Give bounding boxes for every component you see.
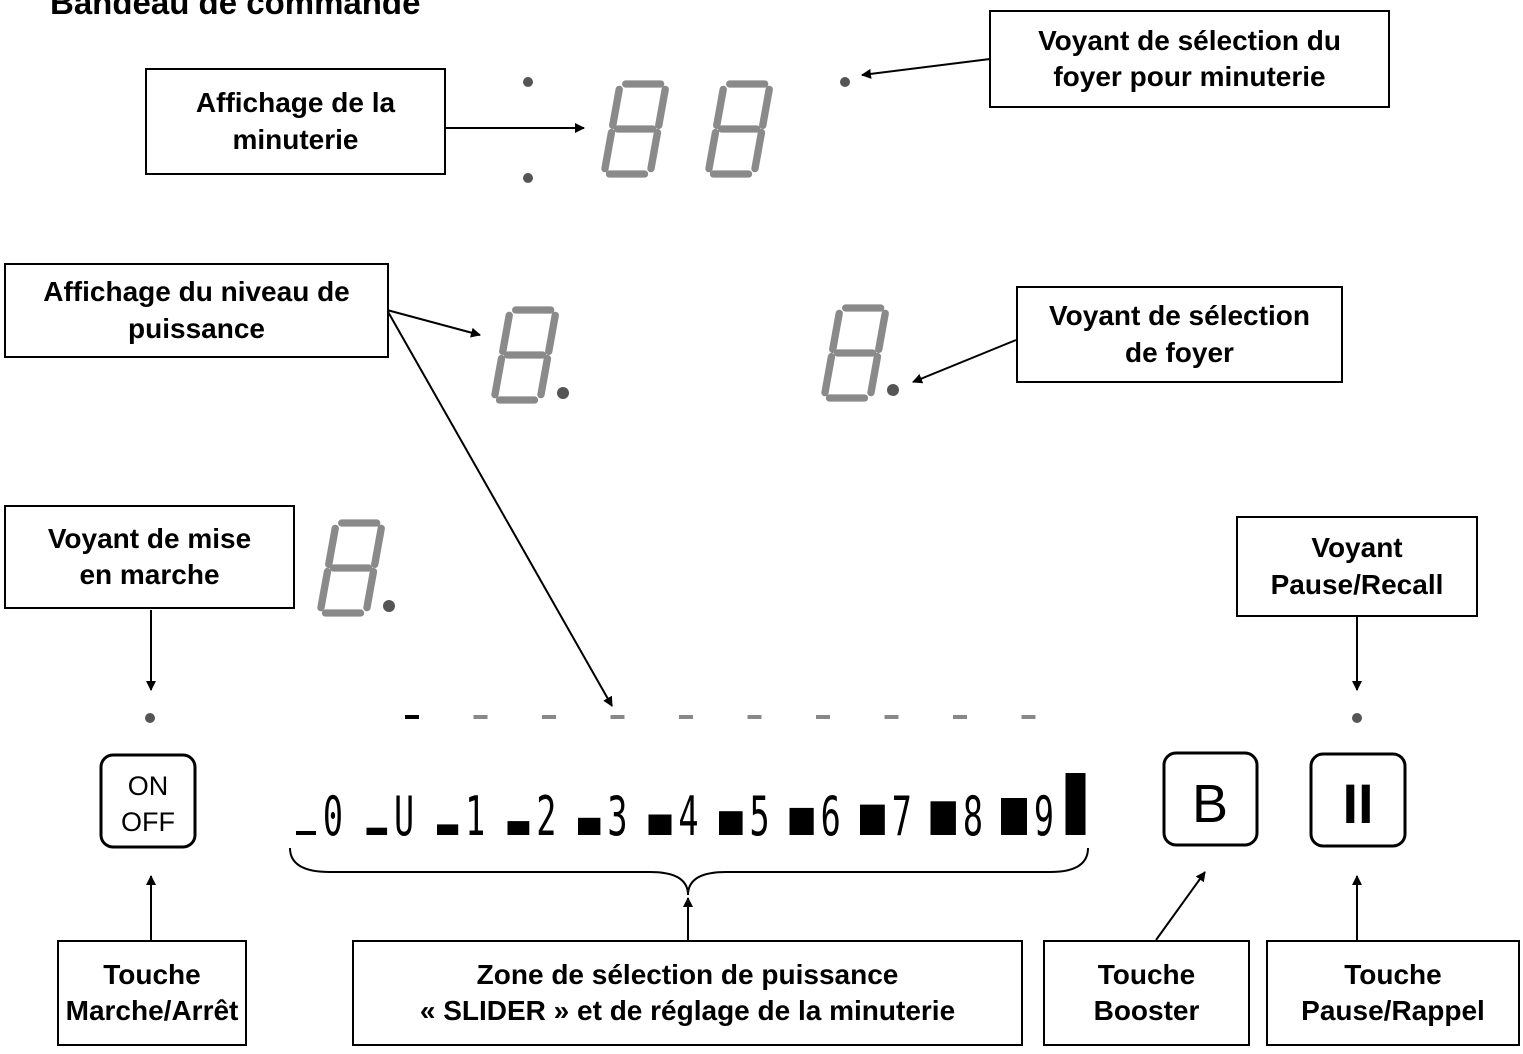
timer-colon-top-dot xyxy=(523,77,533,87)
arrow-power-display-slider xyxy=(386,309,613,707)
power-digit-zone-2 xyxy=(821,304,889,402)
slider-dash xyxy=(1021,715,1036,719)
segment-1 xyxy=(759,85,773,130)
arrow-power-display xyxy=(386,309,481,338)
slider-dash xyxy=(610,715,625,719)
segment-4 xyxy=(491,354,506,399)
booster-button[interactable]: B xyxy=(1162,751,1259,847)
segment-2 xyxy=(867,352,882,397)
power-digit-zone-1 xyxy=(491,306,559,404)
zone-1-led xyxy=(557,387,569,399)
zone-3-led xyxy=(383,600,395,612)
callout-pause-led: Voyant Pause/Recall xyxy=(1236,516,1478,617)
slider-bar[interactable] xyxy=(860,804,885,835)
slider-dash xyxy=(405,715,419,719)
slider-label[interactable]: 1 xyxy=(465,785,485,849)
slider-label[interactable]: 3 xyxy=(607,785,627,849)
callout-power-on-led: Voyant de mise en marche xyxy=(4,505,295,609)
slider-bar[interactable] xyxy=(437,824,459,835)
callout-pause-key: Touche Pause/Rappel xyxy=(1266,940,1520,1046)
booster-label: B xyxy=(1192,774,1228,834)
on-off-label-bottom: OFF xyxy=(121,807,175,837)
slider-label[interactable]: 8 xyxy=(963,785,983,849)
callout-booster-key: Touche Booster xyxy=(1043,940,1250,1046)
segment-4 xyxy=(601,128,616,173)
callout-slider-zone: Zone de sélection de puissance « SLIDER … xyxy=(352,940,1023,1046)
slider-label[interactable]: U xyxy=(394,785,414,849)
callout-onoff-key: Touche Marche/Arrêt xyxy=(57,940,247,1046)
power-digit-zone-3 xyxy=(317,519,385,617)
callout-timer-zone-led: Voyant de sélection du foyer pour minute… xyxy=(989,10,1390,108)
arrow-booster-key xyxy=(1155,871,1206,941)
segment-1 xyxy=(545,311,559,356)
segment-2 xyxy=(537,354,552,399)
slider-bar[interactable] xyxy=(578,817,601,835)
segment-4 xyxy=(705,128,720,173)
pause-recall-led xyxy=(1352,713,1362,723)
timer-digit-2 xyxy=(705,80,773,178)
slider-brace xyxy=(289,847,1089,896)
pause-button[interactable]: II xyxy=(1309,752,1407,848)
slider-label[interactable]: 7 xyxy=(892,785,912,849)
slider-bar[interactable] xyxy=(1001,798,1027,835)
timer-digit-1 xyxy=(601,80,669,178)
slider-bar[interactable] xyxy=(296,831,316,835)
timer-zone-led xyxy=(840,77,850,87)
segment-5 xyxy=(713,85,727,130)
slider-bar[interactable] xyxy=(789,807,814,835)
segment-5 xyxy=(499,311,513,356)
arrow-zone-led xyxy=(912,339,1017,384)
arrow-timer-zone-led xyxy=(861,58,991,79)
on-off-label-top: ON xyxy=(128,771,169,801)
segment-5 xyxy=(609,85,623,130)
slider-dash xyxy=(953,715,967,719)
on-off-button[interactable]: ON OFF xyxy=(99,753,197,849)
timer-colon-bottom-dot xyxy=(523,173,533,183)
slider-dash xyxy=(816,715,830,719)
segment-1 xyxy=(875,309,889,354)
slider-dash xyxy=(542,715,556,719)
segment-5 xyxy=(325,524,339,569)
power-on-led xyxy=(145,713,155,723)
slider-bar[interactable] xyxy=(719,811,743,835)
segment-5 xyxy=(829,309,843,354)
segment-2 xyxy=(363,567,378,612)
segment-4 xyxy=(317,567,332,612)
slider-bar[interactable] xyxy=(648,814,672,836)
segment-1 xyxy=(655,85,669,130)
segment-2 xyxy=(647,128,662,173)
callout-power-display: Affichage du niveau de puissance xyxy=(4,263,389,358)
slider-level-dashes xyxy=(405,715,1036,719)
callout-zone-led: Voyant de sélection de foyer xyxy=(1016,286,1343,383)
slider-label[interactable]: 0 xyxy=(323,785,343,849)
pause-label: II xyxy=(1342,772,1373,835)
page-title: Bandeau de commande xyxy=(50,0,421,21)
callout-arrows xyxy=(146,58,1362,941)
slider-dash xyxy=(473,715,488,719)
segment-4 xyxy=(821,352,836,397)
slider-label[interactable]: 9 xyxy=(1034,785,1054,849)
slider-dash xyxy=(679,715,693,719)
slider-bar[interactable] xyxy=(366,827,388,835)
slider-label[interactable]: 4 xyxy=(678,785,698,849)
segment-2 xyxy=(751,128,766,173)
slider-dash xyxy=(884,715,899,719)
slider-bar[interactable] xyxy=(507,821,530,835)
slider-label[interactable]: 5 xyxy=(750,785,770,849)
callout-timer-display: Affichage de la minuterie xyxy=(145,68,446,175)
segment-1 xyxy=(371,524,385,569)
slider-dash xyxy=(747,715,762,719)
zone-2-led xyxy=(887,384,899,396)
slider-bar[interactable] xyxy=(1065,773,1086,835)
slider-bar[interactable] xyxy=(930,801,956,835)
slider-label[interactable]: 6 xyxy=(821,785,841,849)
slider-label[interactable]: 2 xyxy=(536,785,556,849)
